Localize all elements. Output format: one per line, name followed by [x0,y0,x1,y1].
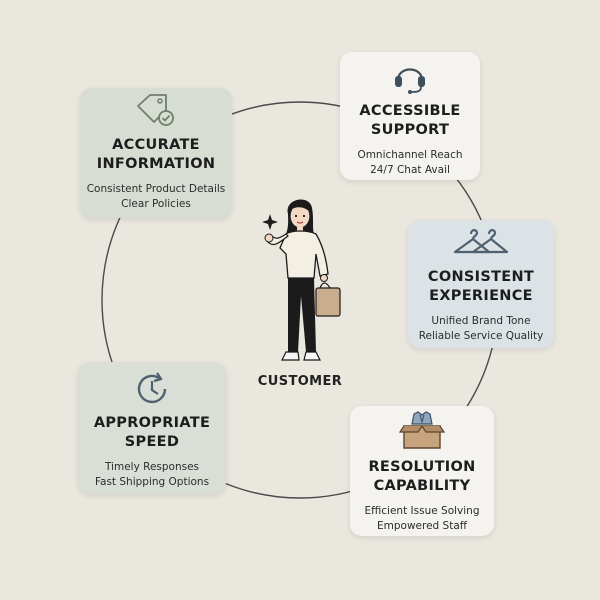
card-details: Unified Brand Tone Reliable Service Qual… [418,315,544,342]
card-details: Efficient Issue Solving Empowered Staff [364,505,480,532]
card-details: Timely Responses Fast Shipping Options [94,461,210,488]
hangers-icon [453,229,509,254]
card-accessible-support: ACCESSIBLE SUPPORT Omnichannel Reach 24/… [340,52,480,180]
card-details: Consistent Product Details Clear Policie… [86,183,226,210]
card-accurate-information: ACCURATE INFORMATION Consistent Product … [80,88,232,218]
sparkle-icon [262,214,278,230]
card-title: APPROPRIATE SPEED [93,415,211,450]
customer-illustration [262,199,341,361]
card-title: ACCESSIBLE SUPPORT [359,103,461,138]
card-title: RESOLUTION CAPABILITY [368,459,476,494]
card-title: CONSISTENT EXPERIENCE [427,269,535,304]
price-tag-check-icon [137,94,174,126]
customer-label: CUSTOMER [257,374,343,389]
card-appropriate-speed: APPROPRIATE SPEED Timely Responses Fast … [78,362,226,494]
card-title: ACCURATE INFORMATION [96,137,216,172]
card-consistent-experience: CONSISTENT EXPERIENCE Unified Brand Tone… [408,220,554,348]
card-resolution-capability: RESOLUTION CAPABILITY Efficient Issue So… [350,406,494,536]
headset-icon [395,68,425,94]
clock-refresh-icon [137,372,167,404]
card-details: Omnichannel Reach 24/7 Chat Avail [357,149,463,176]
box-with-shirt-icon [398,411,446,449]
